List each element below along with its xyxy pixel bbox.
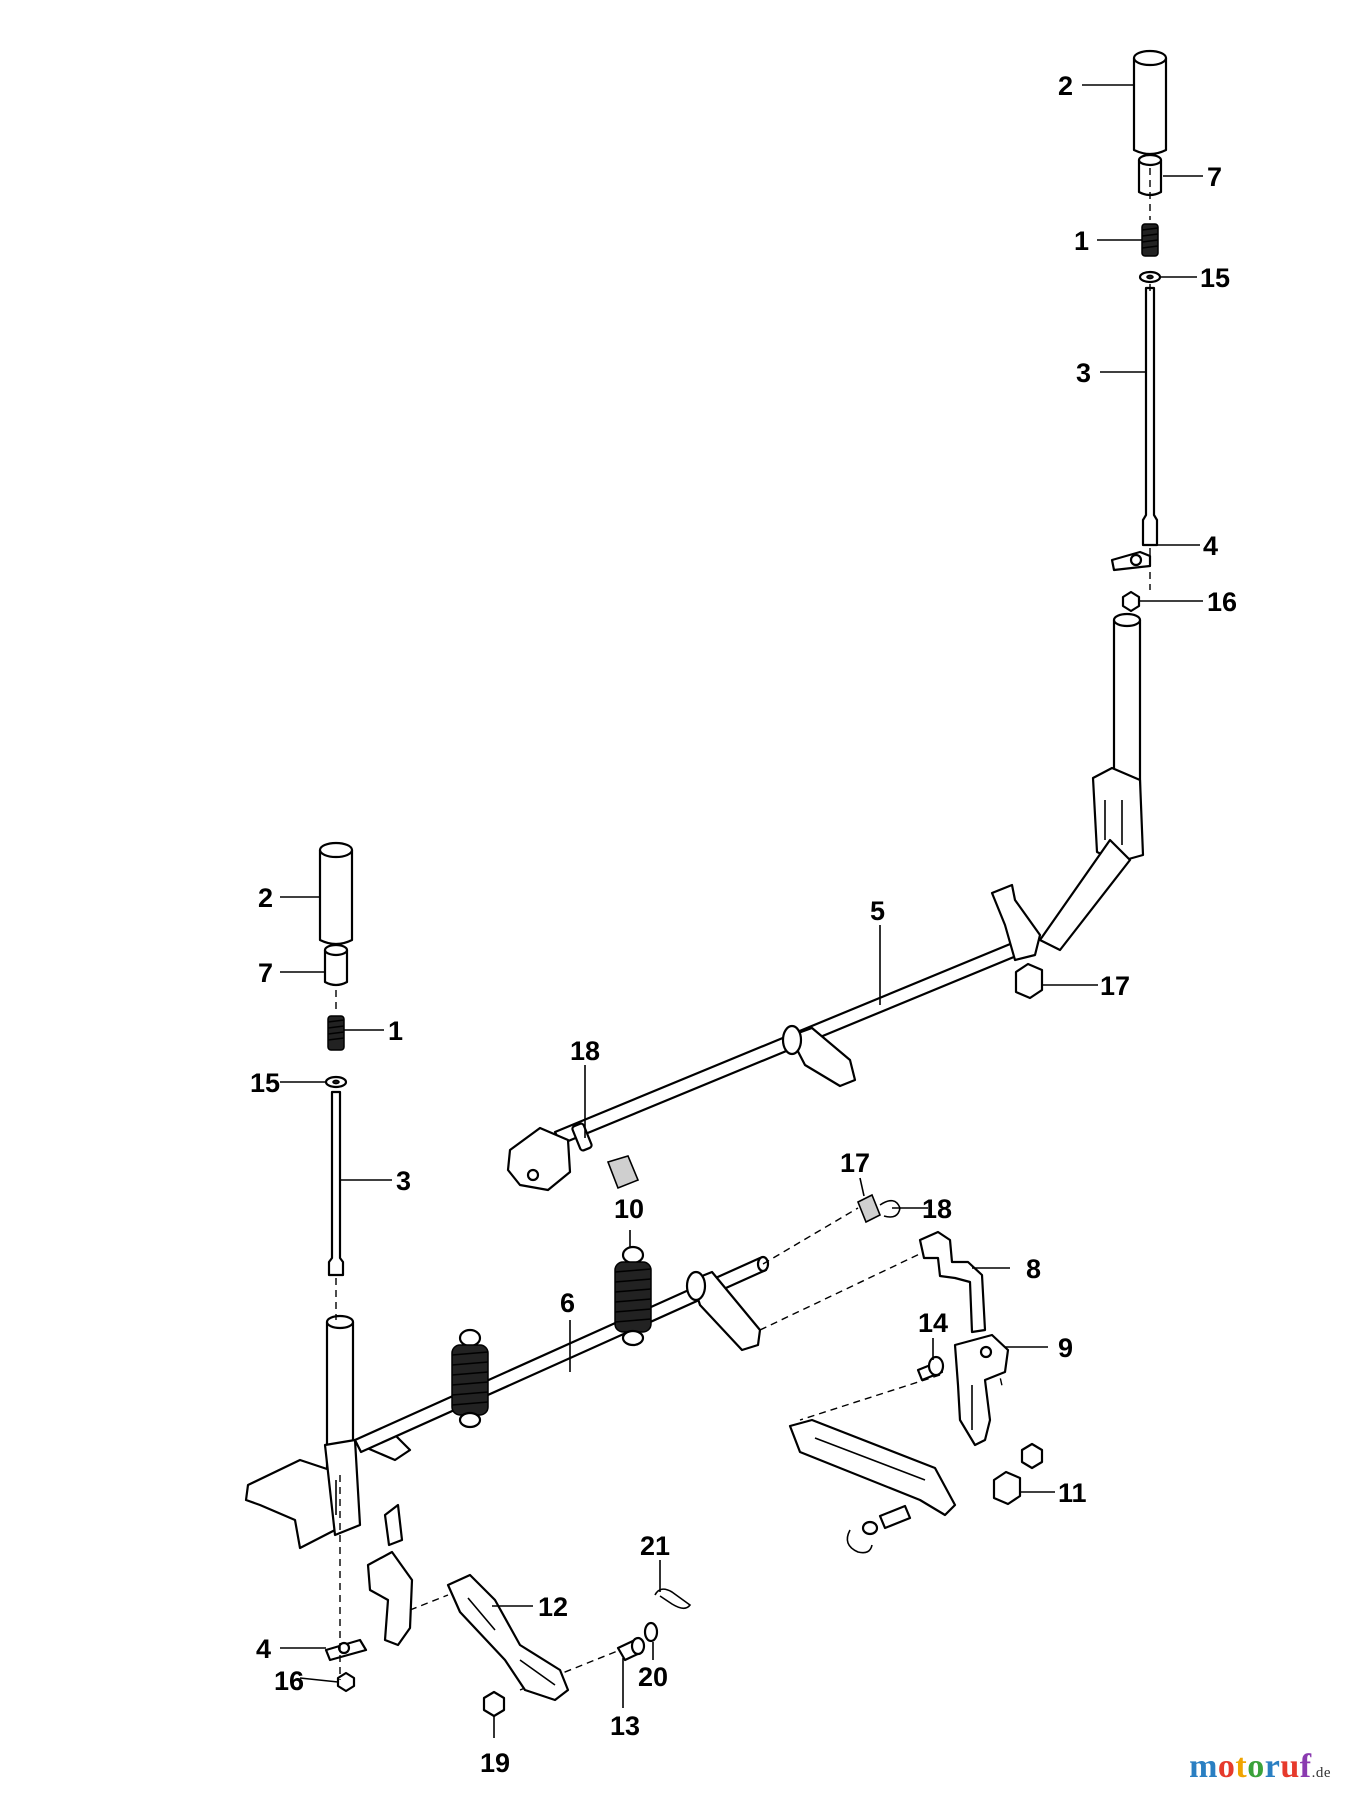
brand-letter: r [1264,1748,1281,1785]
callout-link-12: 12 [538,1592,568,1622]
nut-upper [1014,962,1044,1000]
callout-rod-8: 8 [1026,1254,1041,1284]
callout-spring-10: 10 [614,1194,644,1224]
brand-letter: t [1235,1748,1248,1785]
brand-letter: m [1189,1748,1218,1785]
upper-shaft-assembly [506,883,1044,1192]
nut-left [336,1671,356,1693]
callout-clip-18: 18 [922,1194,952,1224]
washer-20 [643,1621,659,1643]
lever-tube-right [1112,618,1142,792]
callout-grip-right: 2 [1058,71,1073,101]
spring-left [327,1015,345,1051]
grip-right [1132,56,1168,156]
spring-lower-left [451,1328,489,1429]
brand-letter: f [1299,1748,1312,1785]
grip-left [318,848,354,946]
nut-right [1121,590,1141,613]
spring-right [1141,223,1159,257]
nut-19 [482,1690,506,1718]
spring-lower-right [614,1245,652,1347]
callout-pin-14: 14 [918,1308,948,1338]
link-12 [446,1573,570,1702]
callout-pin-left: 4 [256,1634,271,1664]
right-lever-assembly [1038,49,1168,952]
callout-bushing-left: 7 [258,958,273,988]
bushing-left [323,948,349,987]
callout-spring-right: 1 [1074,226,1089,256]
nut-11 [992,1470,1022,1506]
callout-pin-right: 4 [1203,531,1218,561]
callout-nut-upper: 17 [1100,971,1130,1001]
callout-pin-13: 13 [610,1711,640,1741]
bushing-right [1137,158,1163,197]
callout-collar-upper: 18 [570,1036,600,1066]
rod-left [327,1090,345,1277]
callout-bracket-9: 9 [1058,1333,1073,1363]
bracket-9 [953,1333,1010,1447]
callout-grip-left: 2 [258,883,273,913]
link-long [788,1418,957,1517]
callout-nut-19: 19 [480,1748,510,1778]
callout-nut-right: 16 [1207,587,1237,617]
callout-rod-left: 3 [396,1166,411,1196]
callout-bushing-17: 17 [840,1148,870,1178]
callout-clip-21: 21 [640,1531,670,1561]
callout-washer-20: 20 [638,1662,668,1692]
callout-rod-right: 3 [1076,358,1091,388]
link-12-parts [446,1573,692,1718]
rod-8 [918,1230,987,1334]
brand-letter: u [1280,1748,1300,1785]
leader-lines [280,84,1203,1738]
rod-right [1141,286,1159,547]
callout-washer-left: 15 [250,1068,280,1098]
callout-shaft-upper: 5 [870,896,885,926]
callout-washer-right: 15 [1200,263,1230,293]
callout-nut-11: 11 [1058,1478,1087,1508]
right-lower-parts [788,1230,1044,1554]
left-lever-assembly [244,841,414,1693]
brand-letter: o [1217,1748,1236,1785]
clip-21 [654,1588,692,1610]
callout-spring-left: 1 [388,1016,403,1046]
callout-shaft-lower: 6 [560,1288,575,1318]
brand-logo: motoruf.de [1189,1748,1331,1786]
callout-bushing-right: 7 [1207,162,1222,192]
callout-nut-left: 16 [274,1666,304,1696]
callouts: 2 7 1 15 3 4 16 5 17 18 2 7 1 15 3 18 10… [250,71,1237,1778]
brand-letter: o [1247,1748,1265,1785]
brand-tld: .de [1311,1765,1331,1781]
